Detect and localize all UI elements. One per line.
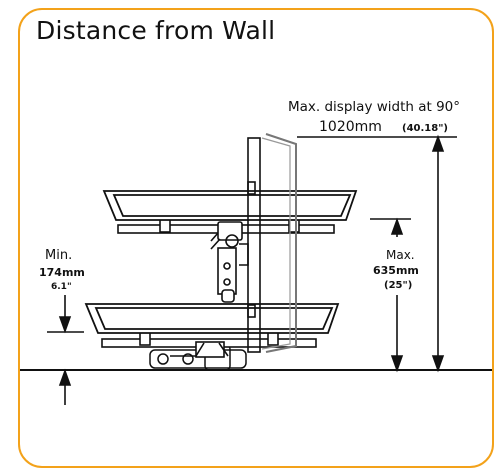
max-width-mm-label: 1020mm [319,119,382,135]
max-inch-label: (25") [384,280,412,291]
mount-distance-diagram: Max. display width at 90° 1020mm (40.18"… [20,99,492,405]
max-mm-label: 635mm [373,264,419,277]
upper-arm [117,217,335,303]
lower-display [84,303,340,334]
min-label: Min. [45,248,72,263]
max-width-inch-label: (40.18") [402,123,448,134]
rotated-display [247,133,297,353]
max-width-dimension [297,134,457,373]
min-distance-dimension [47,295,84,405]
max-label: Max. [386,248,415,262]
min-mm-label: 174mm [39,266,85,279]
max-distance-dimension [370,217,411,373]
lower-arm [101,330,317,358]
upper-display [102,190,358,221]
min-inch-label: 6.1" [51,282,72,292]
max-width-label: Max. display width at 90° [288,99,460,115]
diagram-card [18,8,494,468]
page-title: Distance from Wall [36,16,276,45]
